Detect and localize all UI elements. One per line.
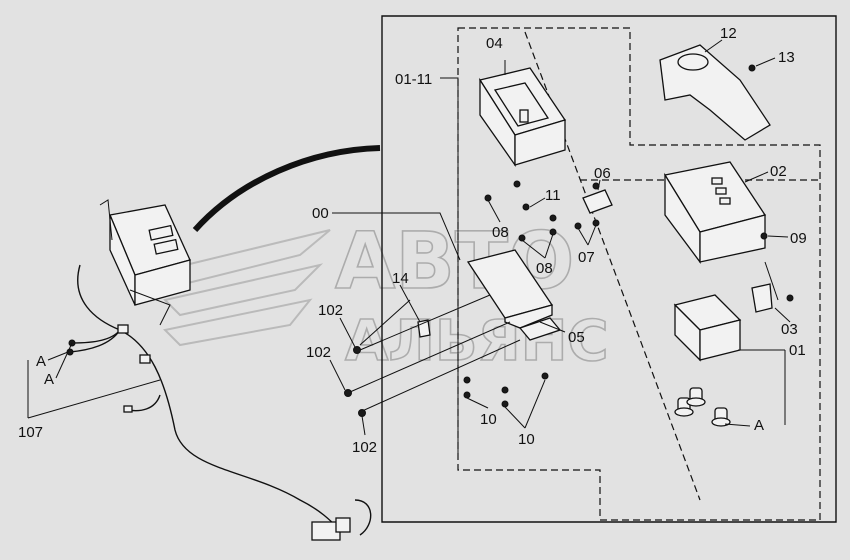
part-13-screw	[748, 64, 756, 72]
label-01: 01	[789, 342, 806, 359]
label-A2: A	[44, 371, 54, 388]
label-13: 13	[778, 49, 795, 66]
label-11: 11	[545, 187, 561, 204]
part-02-control-module	[663, 161, 767, 264]
label-07: 07	[578, 249, 595, 266]
part-102-screws	[344, 346, 366, 417]
label-102b: 102	[306, 344, 331, 361]
label-102a: 102	[318, 302, 343, 319]
label-09: 09	[790, 230, 807, 247]
label-14-leader	[399, 284, 421, 323]
detail-frame	[381, 15, 837, 523]
label-102a-leader	[339, 317, 356, 348]
label-10a: 10	[480, 411, 497, 428]
label-01-11-leader	[440, 77, 459, 455]
assembly-line-3	[359, 339, 521, 413]
screws-group	[484, 180, 600, 242]
assembly-line-2	[349, 321, 511, 393]
label-12: 12	[720, 25, 737, 42]
label-14: 14	[392, 270, 409, 287]
label-107: 107	[18, 424, 43, 441]
label-06-leader	[597, 179, 601, 191]
label-07-leader	[577, 224, 597, 246]
label-08b: 08	[536, 260, 553, 277]
part-05-tray	[466, 249, 562, 341]
label-13-leader	[755, 57, 776, 67]
detail-leader	[192, 145, 381, 233]
label-00: 00	[312, 205, 329, 222]
controller-unit-overview	[99, 199, 191, 326]
label-11-leader	[529, 197, 546, 208]
label-09-leader	[767, 235, 789, 238]
label-05: 05	[568, 329, 585, 346]
label-102b-leader	[329, 359, 346, 391]
part-09-screw	[760, 232, 768, 240]
label-03-leader	[774, 307, 791, 323]
label-102c: 102	[352, 439, 377, 456]
assembly-line-1	[359, 294, 491, 351]
part-10-screws	[463, 372, 549, 408]
label-107-leader	[27, 379, 161, 419]
part-03-bracket	[751, 261, 794, 313]
label-04: 04	[486, 35, 503, 52]
label-08b-leader	[521, 233, 554, 259]
assembly-outline	[457, 27, 821, 521]
label-102c-leader	[361, 415, 366, 436]
label-A1-leader	[47, 351, 69, 361]
label-A3-leader	[724, 423, 751, 427]
label-A3: A	[754, 417, 764, 434]
label-08a-leader	[487, 199, 501, 223]
label-02: 02	[770, 163, 787, 180]
label-00-leader	[332, 212, 461, 261]
label-A2-leader	[55, 342, 73, 379]
label-10b: 10	[518, 431, 535, 448]
label-10a-leader	[466, 397, 489, 409]
label-03: 03	[781, 321, 798, 338]
part-01-base-box	[673, 294, 742, 362]
part-04-cover	[478, 67, 567, 168]
label-A1: A	[36, 353, 46, 370]
label-08a: 08	[492, 224, 509, 241]
part-12-bezel	[659, 44, 771, 141]
label-05-leader	[539, 321, 566, 333]
assembly-line-4	[359, 299, 411, 346]
knobs-A	[674, 387, 731, 427]
label-06: 06	[594, 165, 611, 182]
label-02-leader	[744, 171, 769, 183]
label-01-11: 01-11	[395, 71, 432, 88]
wiring-harness	[66, 264, 372, 541]
label-10b-leader	[504, 379, 546, 429]
label-12-leader	[704, 39, 723, 53]
part-06-clamp	[582, 182, 613, 214]
